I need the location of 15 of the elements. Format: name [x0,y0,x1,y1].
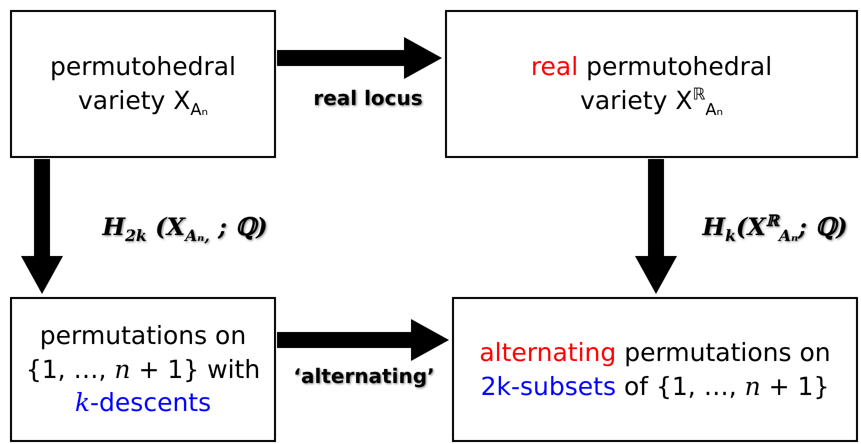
text-box [452,297,858,442]
text-box [445,10,858,158]
block-arrow [21,159,63,294]
box-text: permutohedral variety X$_{Aₙ}$ [48,51,238,118]
edge-label: H$_{k}$(X$^{ℝ}$$_{Aₙ}$; ℚ) [700,212,849,241]
box-text: alternating permutations on 2k-subsets of {1, …, n + 1} [479,336,831,402]
edge-label: real locus [312,86,424,110]
text-box [10,297,276,442]
edge-label: H$_{2k}$ (X$_{Aₙ,}$ ; ℚ) [100,212,269,241]
block-arrow [277,319,449,361]
block-arrow [635,159,677,294]
box-text: permutations on {1, …, n + 1} with k-descents [24,320,262,420]
block-arrow [277,37,442,79]
text-box [10,10,276,158]
edge-label: ‘alternating’ [292,364,436,388]
